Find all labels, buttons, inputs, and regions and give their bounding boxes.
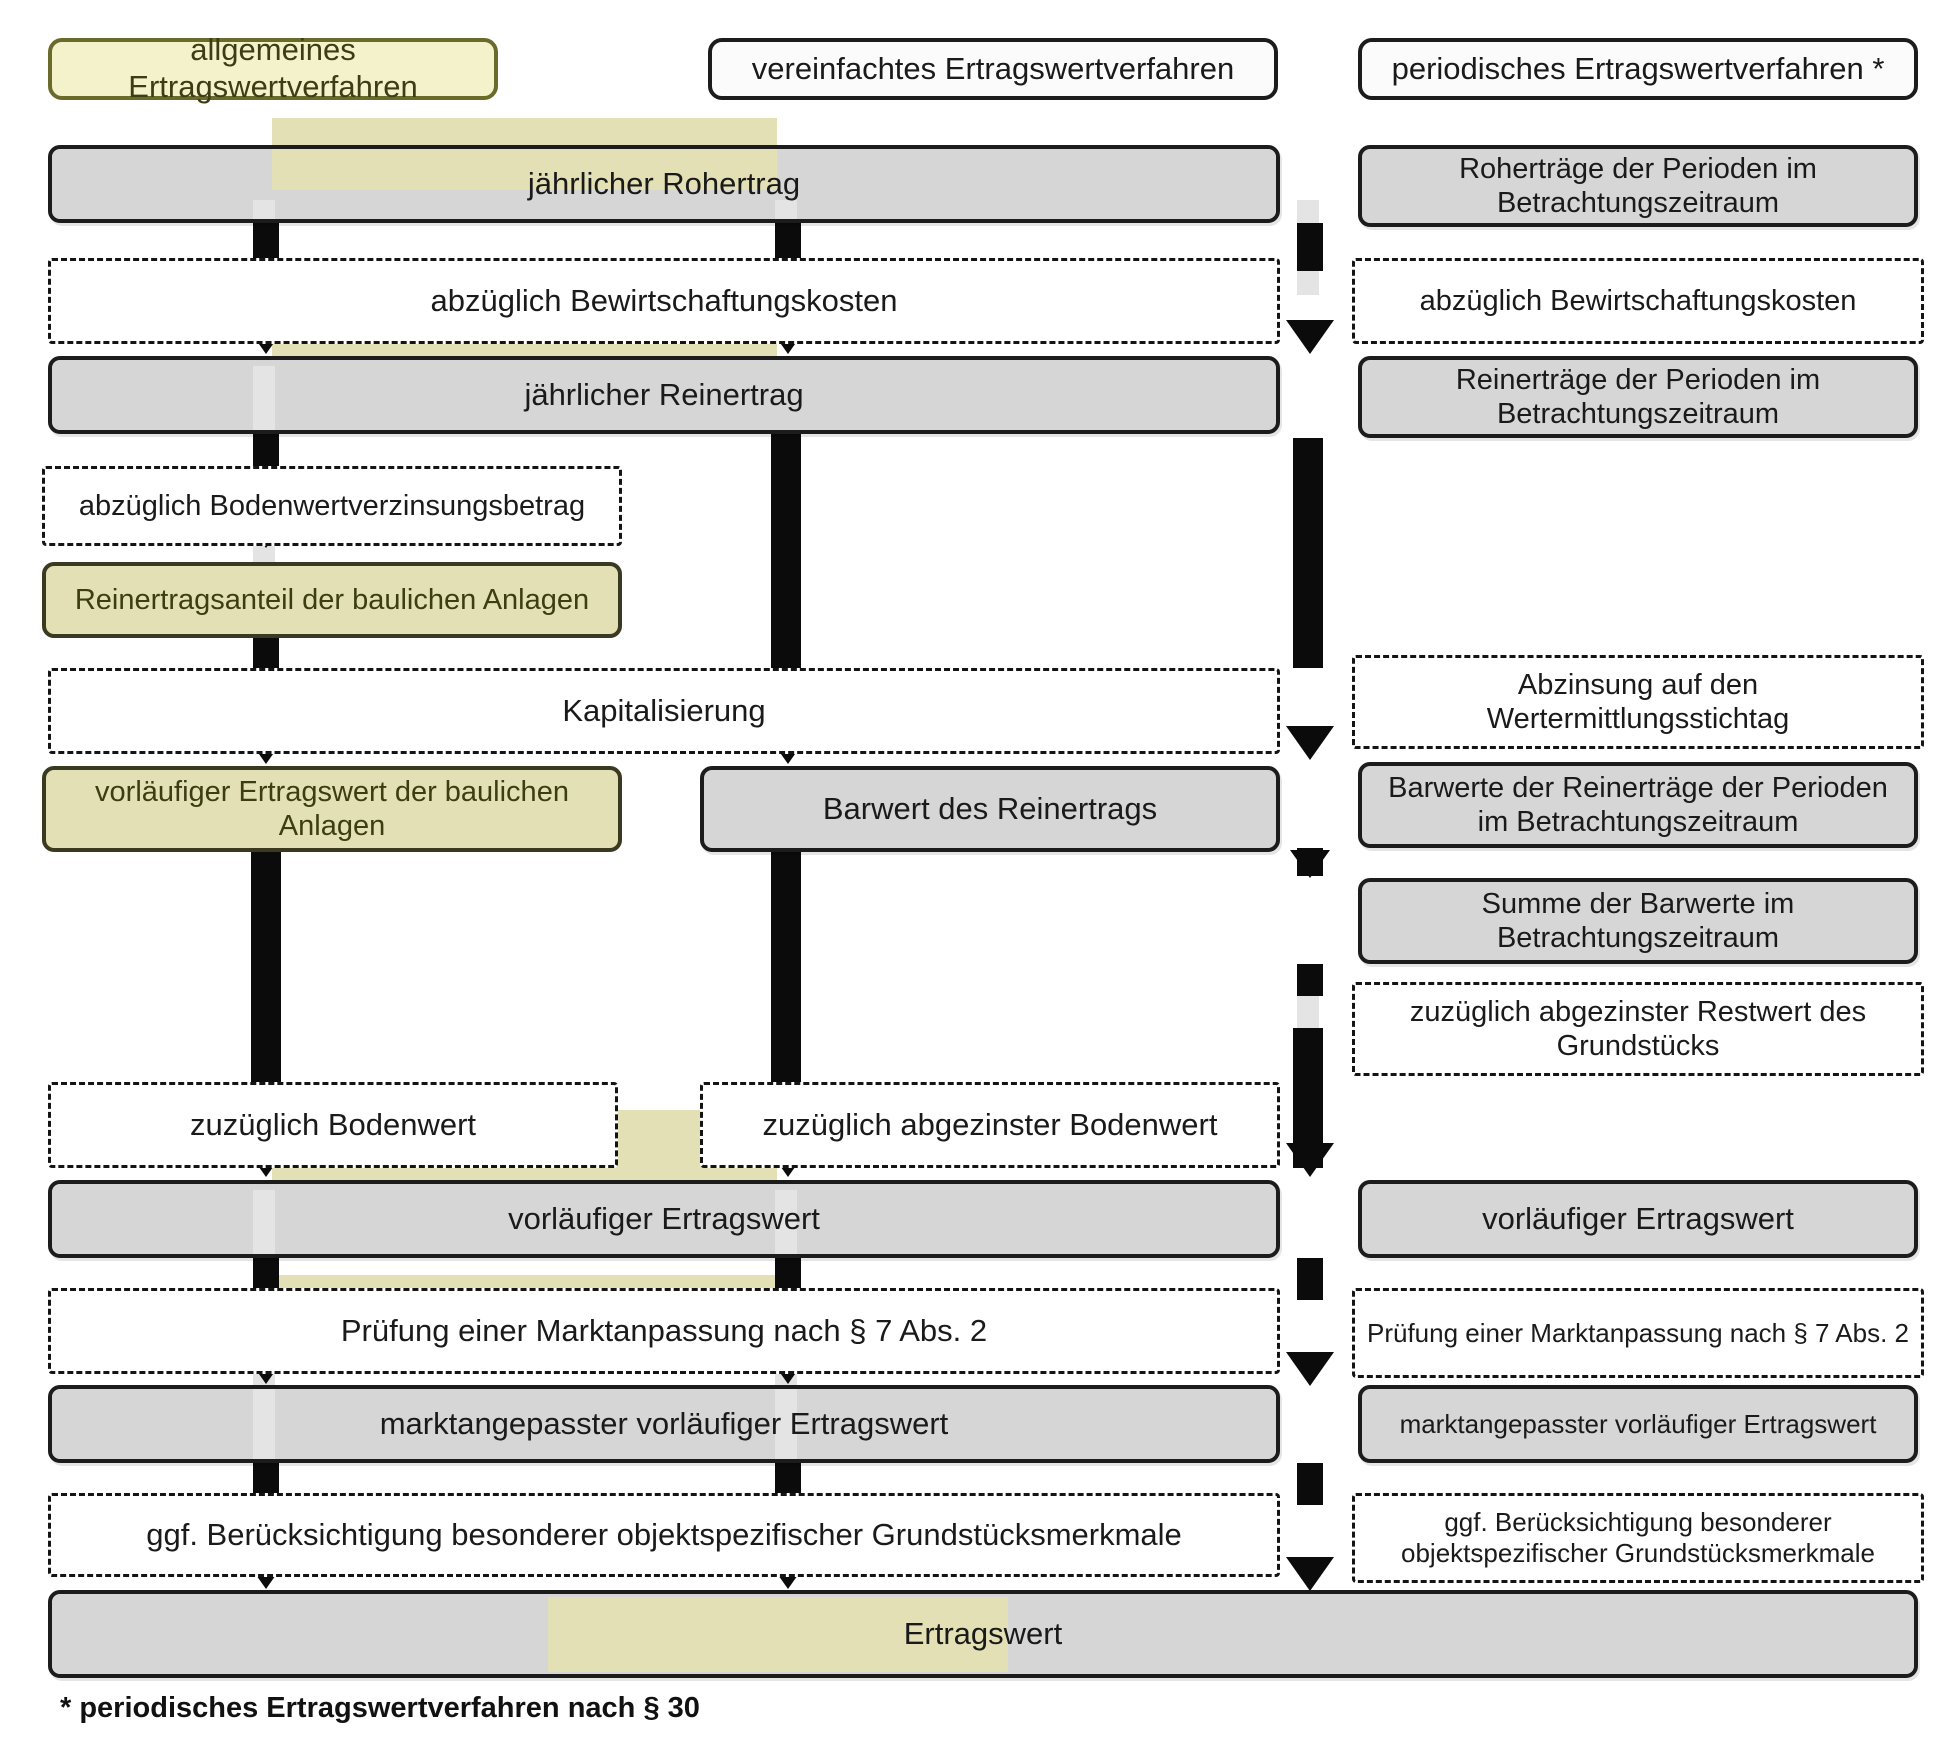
- arrow-r2: [1286, 726, 1334, 760]
- node-vorlaeufiger-ertragswert-periodisch[interactable]: vorläufiger Ertragswert: [1358, 1180, 1918, 1258]
- node-zuzueglich-abgezinster-bodenwert[interactable]: zuzüglich abgezinster Bodenwert: [700, 1082, 1280, 1168]
- arrow-r6: [1286, 1557, 1334, 1591]
- node-ggf-beruecksichtigung-periodisch[interactable]: ggf. Berücksichtigung besonderer objekts…: [1352, 1493, 1924, 1583]
- node-abzinsung-wertermittlungsstichtag[interactable]: Abzinsung auf den Wertermittlungsstichta…: [1352, 655, 1924, 749]
- arrow-r1: [1286, 320, 1334, 354]
- connector-trunk-left-long: [251, 852, 281, 1092]
- connector-stub-r1: [1297, 223, 1323, 271]
- node-zuzueglich-bodenwert[interactable]: zuzüglich Bodenwert: [48, 1082, 618, 1168]
- node-barwert-des-reinertrags[interactable]: Barwert des Reinertrags: [700, 766, 1280, 852]
- node-jaehrlicher-rohertrag[interactable]: jährlicher Rohertrag: [48, 145, 1280, 223]
- footnote-periodisches-verfahren: * periodisches Ertragswertverfahren nach…: [60, 1692, 700, 1724]
- node-barwerte-reinertraege-perioden[interactable]: Barwerte der Reinerträge der Perioden im…: [1358, 762, 1918, 848]
- node-zuzueglich-abgezinster-restwert[interactable]: zuzüglich abgezinster Restwert des Grund…: [1352, 982, 1924, 1076]
- connector-trunk-middle-long: [771, 852, 801, 1092]
- node-jaehrlicher-reinertrag[interactable]: jährlicher Reinertrag: [48, 356, 1280, 434]
- connector-stub-r6: [1297, 1463, 1323, 1505]
- node-ggf-beruecksichtigung[interactable]: ggf. Berücksichtigung besonderer objekts…: [48, 1493, 1280, 1577]
- node-pruefung-marktanpassung[interactable]: Prüfung einer Marktanpassung nach § 7 Ab…: [48, 1288, 1280, 1374]
- node-kapitalisierung[interactable]: Kapitalisierung: [48, 668, 1280, 754]
- node-vorlaeufiger-ertragswert[interactable]: vorläufiger Ertragswert: [48, 1180, 1280, 1258]
- arrow-r3: [1290, 850, 1330, 878]
- node-pruefung-marktanpassung-periodisch[interactable]: Prüfung einer Marktanpassung nach § 7 Ab…: [1352, 1288, 1924, 1378]
- node-vorlaeufiger-ertragswert-baulicher-anlagen[interactable]: vorläufiger Ertragswert der baulichen An…: [42, 766, 622, 852]
- node-abzueglich-bodenwertverzinsungsbetrag[interactable]: abzüglich Bodenwertverzinsungsbetrag: [42, 466, 622, 546]
- node-reinertraege-perioden[interactable]: Reinerträge der Perioden im Betrachtungs…: [1358, 356, 1918, 438]
- node-rohertraege-perioden[interactable]: Roherträge der Perioden im Betrachtungsz…: [1358, 145, 1918, 227]
- node-abzueglich-bewirtschaftungskosten-periodisch[interactable]: abzüglich Bewirtschaftungskosten: [1352, 258, 1924, 344]
- node-summe-barwerte[interactable]: Summe der Barwerte im Betrachtungszeitra…: [1358, 878, 1918, 964]
- connector-stub-r5: [1297, 1258, 1323, 1300]
- connector-trunk-right-upper: [1293, 438, 1323, 668]
- column-header-vereinfachtes[interactable]: vereinfachtes Ertragswertverfahren: [708, 38, 1278, 100]
- arrow-r4: [1286, 1143, 1334, 1177]
- column-header-allgemeines[interactable]: allgemeines Ertragswertverfahren: [48, 32, 498, 104]
- connector-stub-r4: [1297, 964, 1323, 996]
- node-ertragswert[interactable]: Ertragswert: [48, 1590, 1918, 1678]
- node-abzueglich-bewirtschaftungskosten[interactable]: abzüglich Bewirtschaftungskosten: [48, 258, 1280, 344]
- node-marktangepasster-vorlaeufiger-ertragswert[interactable]: marktangepasster vorläufiger Ertragswert: [48, 1385, 1280, 1463]
- arrow-r5: [1286, 1352, 1334, 1386]
- column-header-periodisches[interactable]: periodisches Ertragswertverfahren *: [1358, 38, 1918, 100]
- node-marktangepasster-vorlaeufiger-ertragswert-periodisch[interactable]: marktangepasster vorläufiger Ertragswert: [1358, 1385, 1918, 1463]
- node-reinertragsanteil-baulicher-anlagen[interactable]: Reinertragsanteil der baulichen Anlagen: [42, 562, 622, 638]
